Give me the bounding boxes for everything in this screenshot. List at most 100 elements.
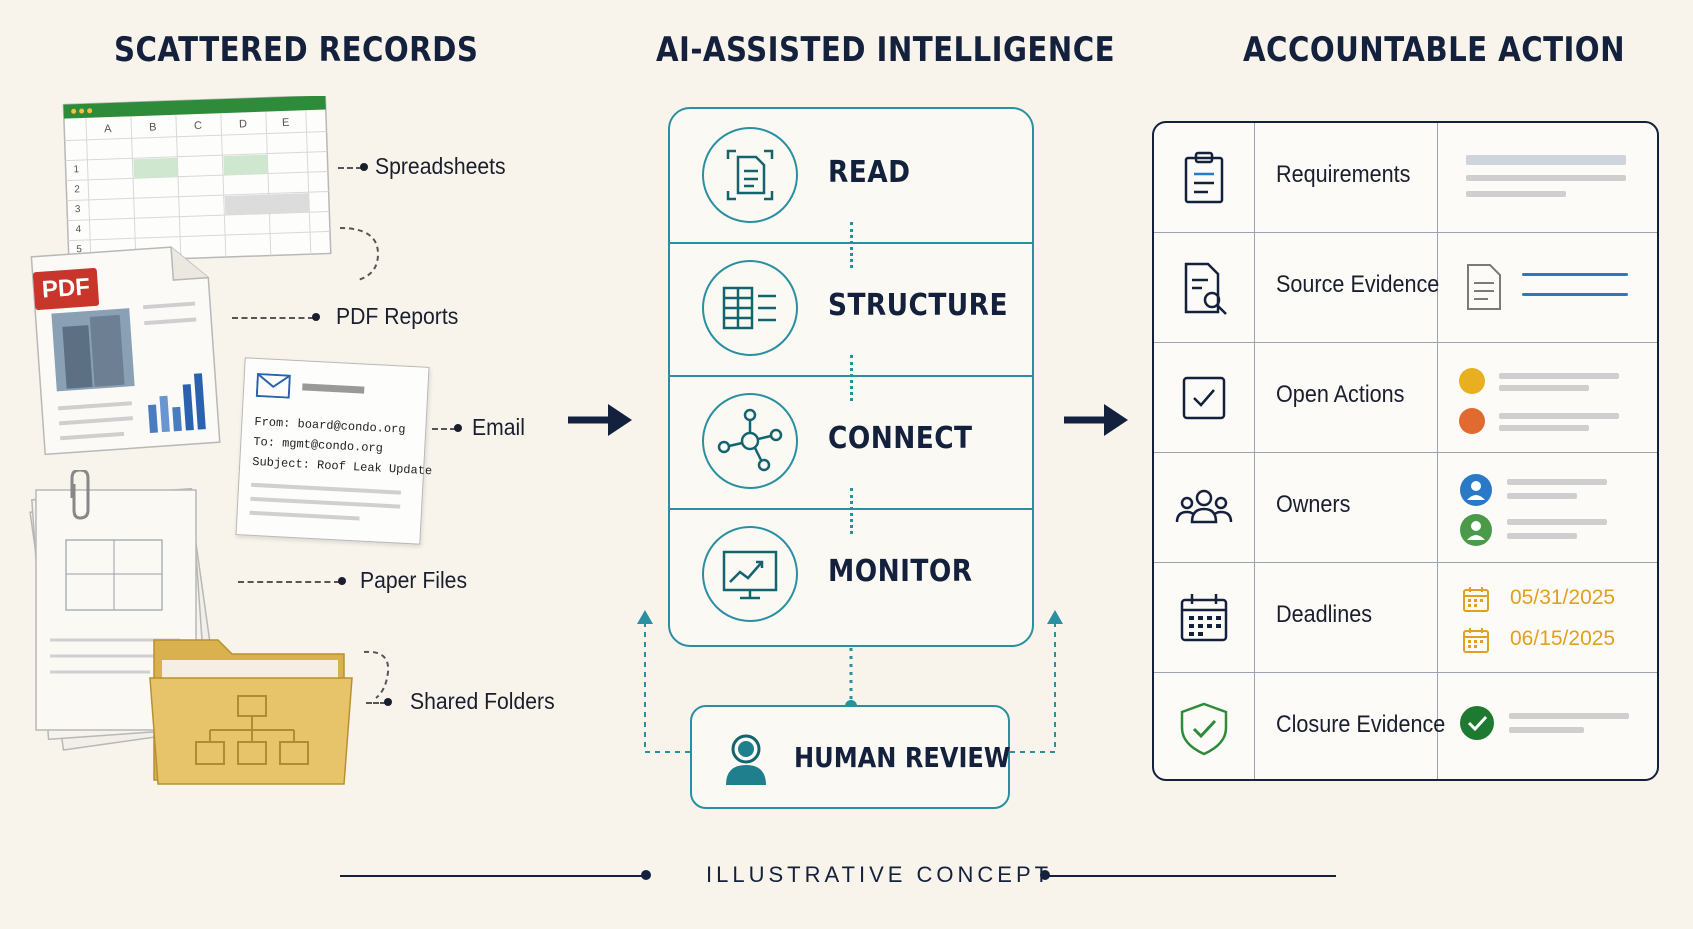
source-label-shared: Shared Folders bbox=[410, 688, 555, 714]
placeholder-bar bbox=[1507, 493, 1577, 499]
step-connect: CONNECT bbox=[670, 375, 1032, 508]
right-column-title: ACCOUNTABLE ACTION bbox=[1243, 30, 1625, 70]
leader-dot bbox=[454, 424, 462, 432]
email-body-line bbox=[250, 496, 401, 509]
placeholder-bar bbox=[1466, 191, 1566, 197]
check-circle-icon bbox=[1460, 706, 1494, 740]
document-search-icon bbox=[1184, 262, 1227, 315]
row-divider bbox=[1154, 562, 1657, 563]
human-review-box: HUMAN REVIEW bbox=[690, 705, 1010, 809]
table-row: Deadlines 05/31/2025 06/15/2025 bbox=[1154, 563, 1657, 673]
column-label: E bbox=[281, 116, 290, 130]
calendar-small-icon bbox=[1463, 587, 1489, 612]
folder-illustration bbox=[149, 639, 353, 785]
column-divider bbox=[1437, 123, 1438, 779]
row-divider bbox=[1154, 452, 1657, 453]
placeholder-bar bbox=[1507, 519, 1607, 525]
status-dot-orange bbox=[1459, 408, 1485, 434]
leader-line bbox=[432, 428, 456, 430]
leader-line bbox=[238, 581, 340, 583]
left-column-title: SCATTERED RECORDS bbox=[114, 30, 479, 70]
placeholder-bar bbox=[1499, 413, 1619, 419]
leader-line bbox=[338, 167, 362, 169]
document-icon bbox=[1467, 264, 1501, 310]
evidence-line bbox=[1522, 293, 1628, 296]
footer-dot bbox=[641, 870, 651, 880]
middle-column-title: AI-ASSISTED INTELLIGENCE bbox=[656, 30, 1116, 70]
evidence-line bbox=[1522, 273, 1628, 276]
row-label: 3 bbox=[74, 204, 81, 216]
dotted-connector bbox=[850, 355, 853, 401]
calendar-icon bbox=[1180, 594, 1228, 642]
placeholder-bar bbox=[1499, 385, 1589, 391]
avatar bbox=[1460, 474, 1492, 506]
source-label-paper: Paper Files bbox=[360, 567, 468, 593]
clipboard-icon bbox=[1184, 151, 1224, 204]
trend-monitor-icon bbox=[702, 526, 798, 622]
row-divider bbox=[1154, 342, 1657, 343]
footer-caption: ILLUSTRATIVE CONCEPT bbox=[706, 862, 1053, 887]
placeholder-bar bbox=[1507, 479, 1607, 485]
leader-line bbox=[232, 317, 314, 319]
ai-pipeline-panel: READ STRUCTURE bbox=[668, 107, 1034, 647]
network-icon bbox=[702, 393, 798, 489]
source-label-spreadsheets: Spreadsheets bbox=[375, 153, 506, 179]
envelope-icon bbox=[255, 372, 291, 399]
table-row: Source Evidence bbox=[1154, 233, 1657, 343]
row-label: 2 bbox=[74, 184, 80, 196]
step-read: READ bbox=[670, 109, 1032, 242]
row-label: Open Actions bbox=[1276, 381, 1405, 408]
pdf-badge: PDF bbox=[32, 267, 100, 311]
table-row: Open Actions bbox=[1154, 343, 1657, 453]
shield-check-icon bbox=[1180, 702, 1228, 756]
spreadsheet-illustration bbox=[62, 96, 332, 264]
placeholder-bar bbox=[1466, 175, 1626, 181]
row-label: Owners bbox=[1276, 491, 1351, 518]
leader-dot bbox=[384, 698, 392, 706]
email-to: To: mgmt@condo.org bbox=[253, 434, 384, 456]
person-icon bbox=[726, 734, 766, 785]
step-structure: STRUCTURE bbox=[670, 242, 1032, 375]
table-list-icon bbox=[702, 260, 798, 356]
row-label: Requirements bbox=[1276, 161, 1411, 188]
placeholder-bar bbox=[1499, 425, 1589, 431]
column-label: C bbox=[193, 119, 203, 133]
column-label: B bbox=[148, 121, 157, 134]
table-row: Requirements bbox=[1154, 123, 1657, 233]
footer-dot bbox=[1040, 870, 1050, 880]
row-label: Source Evidence bbox=[1276, 271, 1440, 298]
table-row: Closure Evidence bbox=[1154, 673, 1657, 779]
dotted-connector bbox=[850, 222, 853, 268]
review-label: HUMAN REVIEW bbox=[794, 741, 1011, 774]
placeholder-bar bbox=[1466, 155, 1626, 165]
placeholder-bar bbox=[1509, 727, 1584, 733]
leader-line bbox=[366, 702, 386, 704]
row-divider bbox=[1154, 232, 1657, 233]
step-monitor: MONITOR bbox=[670, 508, 1032, 641]
step-label: READ bbox=[828, 155, 911, 190]
email-card: From: board@condo.org To: mgmt@condo.org… bbox=[235, 357, 432, 545]
placeholder-bar bbox=[1507, 533, 1577, 539]
column-label: D bbox=[238, 118, 248, 131]
arrow-right-icon bbox=[568, 404, 632, 436]
arrow-right-icon bbox=[1064, 404, 1128, 436]
dotted-connector bbox=[850, 488, 853, 534]
people-icon bbox=[1175, 489, 1233, 524]
document-scan-icon bbox=[702, 127, 798, 223]
placeholder-bar bbox=[1509, 713, 1629, 719]
email-subject: Subject: Roof Leak Update bbox=[251, 454, 433, 479]
email-header-bar bbox=[302, 383, 365, 394]
table-row: Owners bbox=[1154, 453, 1657, 563]
email-from: From: board@condo.org bbox=[254, 414, 406, 437]
row-label: Closure Evidence bbox=[1276, 711, 1446, 738]
row-label: 4 bbox=[75, 224, 82, 236]
checkbox-icon bbox=[1182, 376, 1226, 420]
leader-dot bbox=[360, 163, 368, 171]
step-label: STRUCTURE bbox=[828, 288, 1008, 323]
column-divider bbox=[1254, 123, 1255, 779]
row-divider bbox=[1154, 672, 1657, 673]
step-label: MONITOR bbox=[828, 554, 973, 589]
avatar bbox=[1460, 514, 1492, 546]
leader-curve bbox=[339, 227, 380, 281]
row-label: 1 bbox=[73, 164, 80, 176]
